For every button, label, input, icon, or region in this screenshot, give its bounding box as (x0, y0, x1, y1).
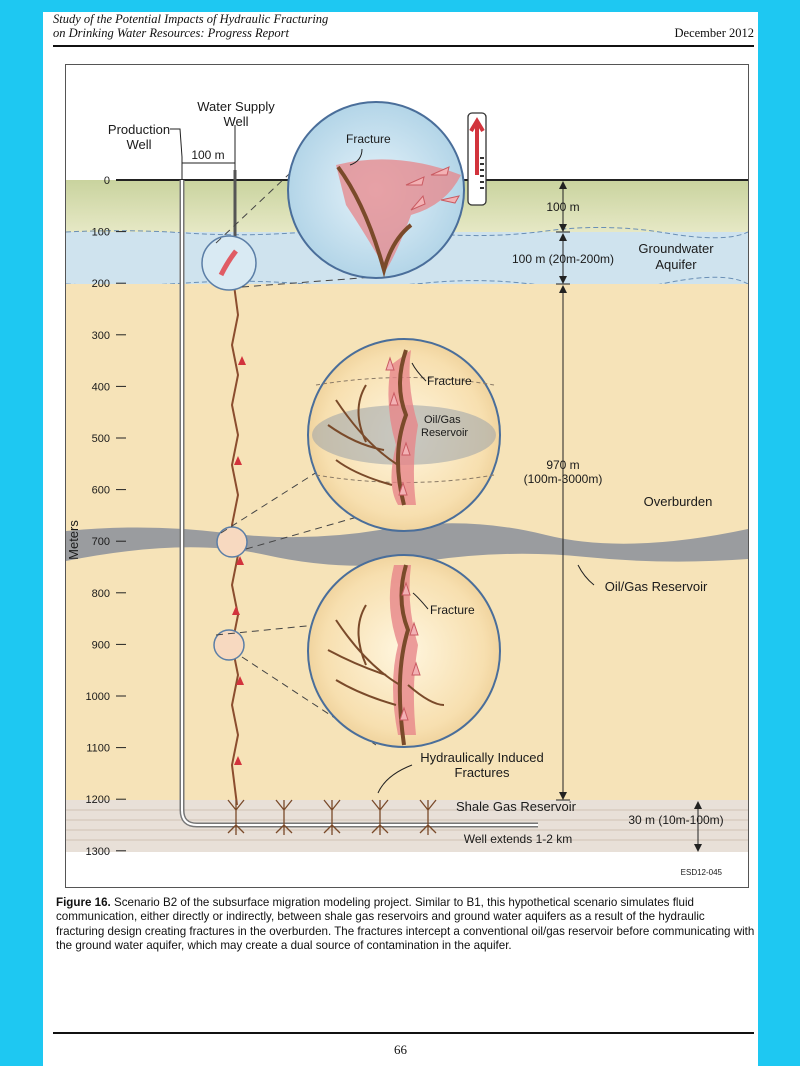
depth-tick-label: 900 (92, 639, 110, 651)
label-fracture-bottom: Fracture (430, 603, 475, 617)
label-production-well-2: Well (126, 137, 151, 152)
depth-tick-label: 500 (92, 433, 110, 445)
label-water-supply-1: Water Supply (197, 99, 275, 114)
depth-tick-label: 200 (92, 278, 110, 290)
caption-text: Scenario B2 of the subsurface migration … (56, 896, 755, 952)
depth-tick-label: 1200 (86, 794, 110, 806)
depth-tick-label: 400 (92, 381, 110, 393)
depth-tick-label: 100 (92, 227, 110, 239)
label-induced-1: Hydraulically Induced (420, 750, 544, 765)
label-dist-shale: 30 m (10m-100m) (628, 813, 723, 827)
label-dist-overburden-1: 970 m (546, 458, 579, 472)
label-figure-code: ESD12-045 (681, 868, 723, 877)
dimension-lines (556, 179, 699, 850)
induced-fractures (227, 799, 437, 835)
footer-divider (53, 1032, 754, 1034)
header-divider (53, 45, 754, 47)
migration-diagram: Meters 0 100 200 300 400 500 600 700 800 900 1000 1… (66, 99, 748, 887)
label-production-well-1: Production (108, 122, 170, 137)
label-oil-gas-mid-1: Oil/Gas (424, 414, 461, 426)
caption-label: Figure 16. (56, 896, 111, 909)
header-date: December 2012 (674, 26, 754, 40)
depth-tick-label: 700 (92, 536, 110, 548)
label-dist-aquifer: 100 m (20m-200m) (512, 252, 614, 266)
figure-frame: Meters 0 100 200 300 400 500 600 700 800 900 1000 1… (65, 64, 749, 888)
depth-axis: Meters 0 100 200 300 400 500 600 700 800 900 1000 1… (66, 175, 126, 858)
label-oil-gas-mid-2: Reservoir (421, 427, 468, 439)
label-dist-overburden-2: (100m-3000m) (524, 472, 603, 486)
depth-tick-label: 800 (92, 588, 110, 600)
depth-tick-label: 1000 (86, 691, 110, 703)
depth-axis-label: Meters (66, 520, 81, 560)
page-number: 66 (394, 1042, 407, 1057)
header-title-line2: on Drinking Water Resources: Progress Re… (53, 26, 289, 40)
depth-tick-label: 0 (104, 175, 110, 187)
depth-tick-label: 600 (92, 485, 110, 497)
label-dist-top: 100 m (546, 200, 579, 214)
label-water-supply-2: Well (223, 114, 248, 129)
label-induced-2: Fractures (455, 765, 510, 780)
label-well-extends: Well extends 1-2 km (464, 832, 573, 846)
oil-gas-reservoir-layer (66, 523, 748, 566)
label-spacing: 100 m (191, 148, 224, 162)
label-fracture-mid: Fracture (427, 374, 472, 388)
label-shale: Shale Gas Reservoir (456, 799, 577, 814)
detail-circle-reservoir (216, 526, 248, 558)
document-page: Study of the Potential Impacts of Hydrau… (43, 12, 758, 1066)
depth-tick-label: 300 (92, 330, 110, 342)
running-header: Study of the Potential Impacts of Hydrau… (53, 12, 328, 40)
depth-tick-label: 1100 (86, 743, 110, 755)
depth-tick-label: 1300 (86, 846, 110, 858)
detail-circle-fracture (213, 629, 245, 661)
label-groundwater-1: Groundwater (638, 241, 714, 256)
label-groundwater-2: Aquifer (655, 257, 697, 272)
label-fracture-top: Fracture (346, 132, 391, 146)
figure-caption: Figure 16. Scenario B2 of the subsurface… (56, 896, 756, 953)
label-overburden: Overburden (644, 494, 713, 509)
header-title-line1: Study of the Potential Impacts of Hydrau… (53, 12, 329, 26)
label-oil-gas-reservoir: Oil/Gas Reservoir (605, 579, 708, 594)
